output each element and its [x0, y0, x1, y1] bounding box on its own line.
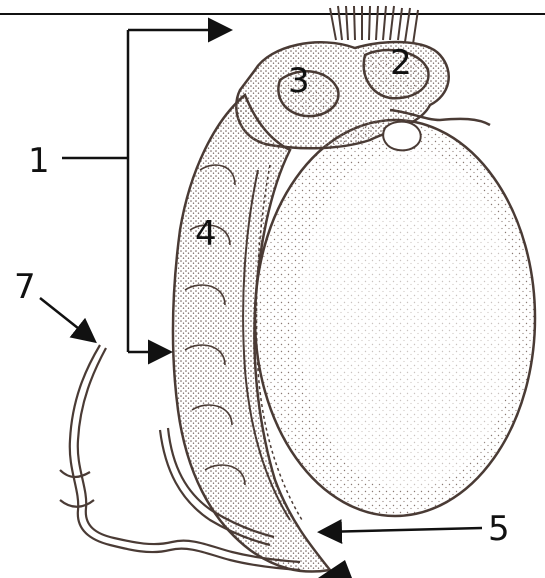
label-1: 1: [28, 141, 50, 181]
appendix-of-testis: [383, 122, 420, 151]
label-7-arrow: [40, 298, 93, 340]
label-5-arrow: [322, 528, 482, 532]
label-3: 3: [288, 61, 310, 101]
spermatic-cord: [330, 6, 418, 44]
label-2: 2: [390, 43, 412, 83]
label-4: 4: [195, 214, 217, 254]
epididymis-head: [236, 42, 490, 148]
label-7: 7: [14, 267, 36, 307]
label-5: 5: [488, 509, 510, 549]
